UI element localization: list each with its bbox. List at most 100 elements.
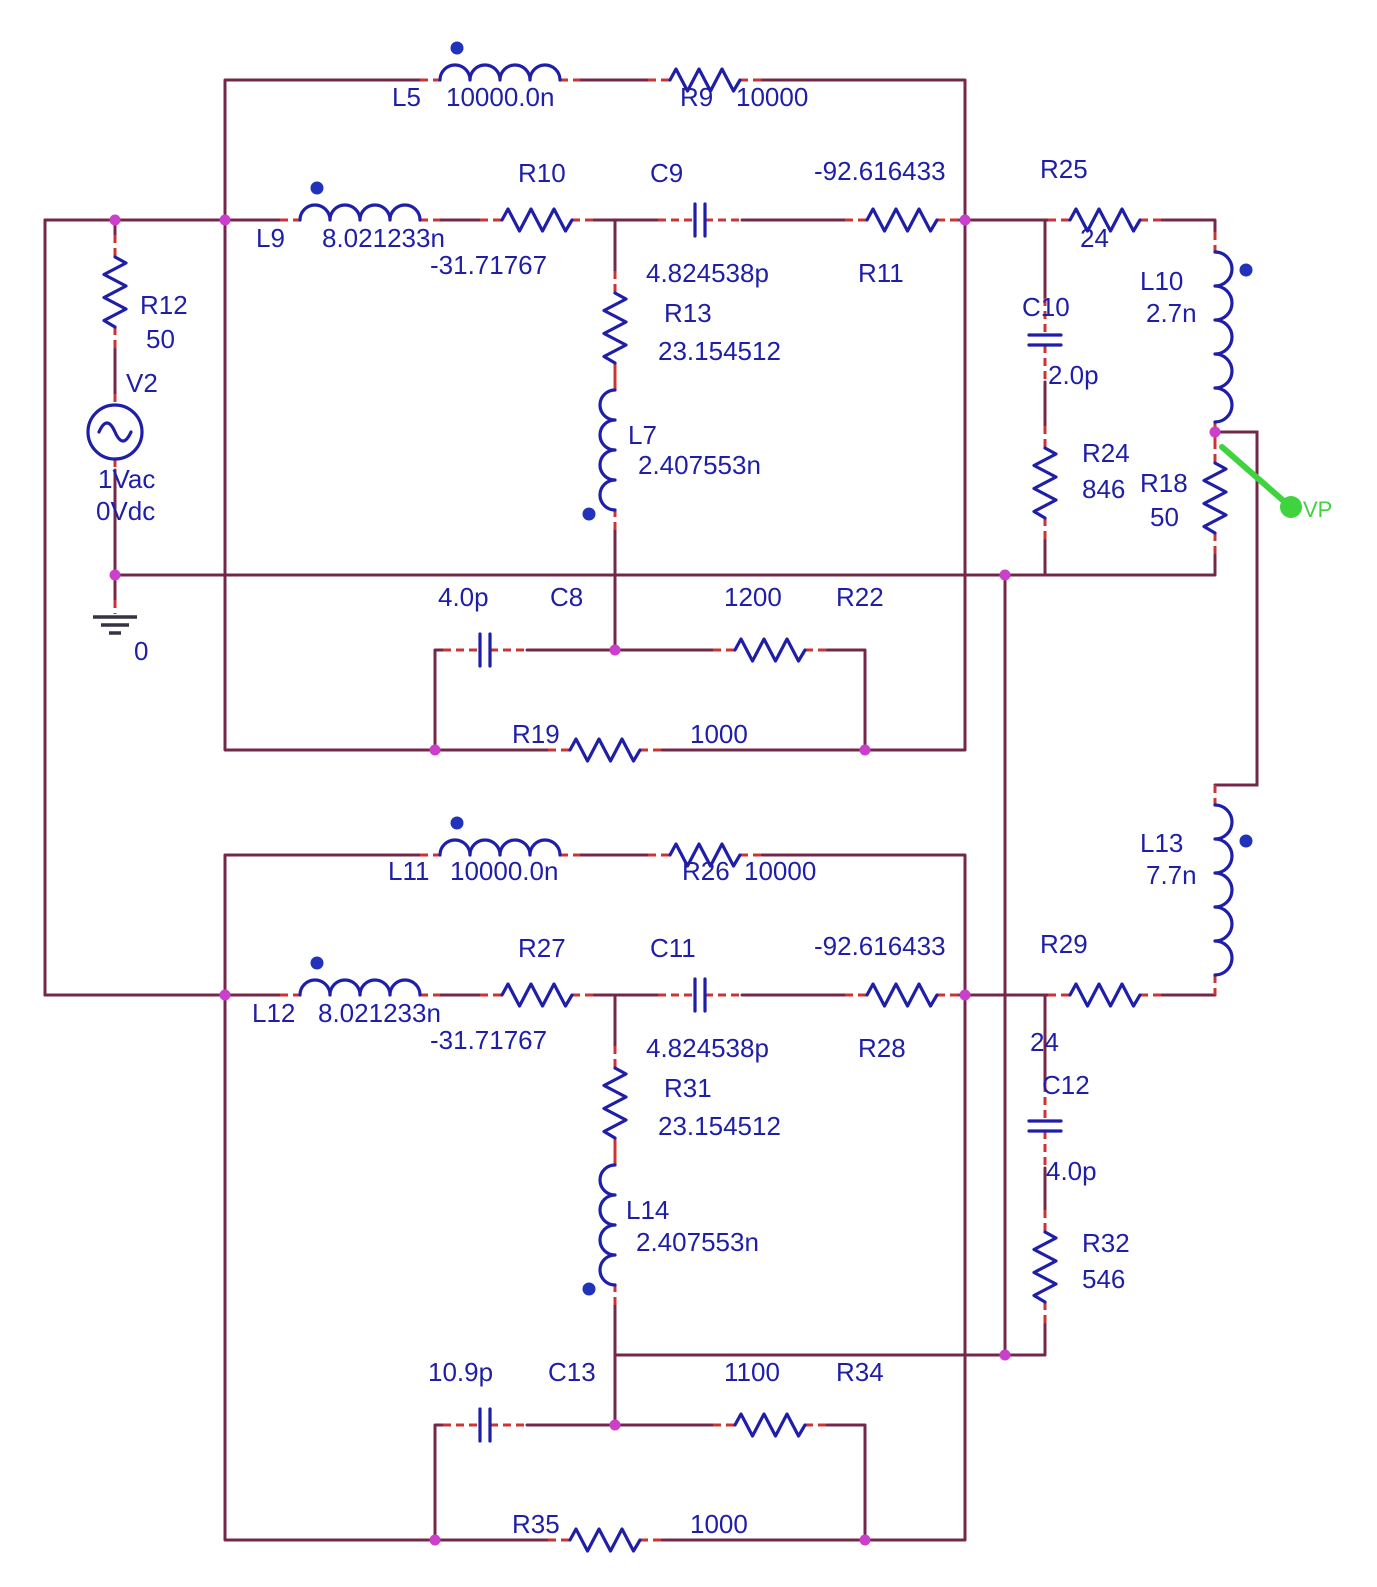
- resistor-R18[interactable]: [1202, 439, 1228, 557]
- label-L11-value: 10000.0n: [450, 856, 558, 886]
- resistor-symbol: [1046, 982, 1164, 1008]
- polarity-dot-L9: [310, 181, 324, 195]
- label-C11-name: C11: [650, 933, 696, 963]
- inductor-L14[interactable]: [598, 1143, 617, 1307]
- resistor-R24[interactable]: [1032, 424, 1058, 542]
- label-R24-name: R24: [1082, 438, 1130, 468]
- capacitor-C11[interactable]: [656, 977, 744, 1013]
- ground-bars-icon: [93, 615, 137, 635]
- polarity-dot-L7: [582, 507, 596, 521]
- junction-dot: [109, 214, 121, 226]
- polarity-dot-L11: [450, 816, 464, 830]
- resistor-symbol: [711, 637, 829, 663]
- resistor-R12[interactable]: [102, 233, 128, 351]
- resistor-R34[interactable]: [711, 1412, 829, 1438]
- label-L14-name: L14: [626, 1195, 669, 1225]
- resistor-R27[interactable]: [478, 982, 596, 1008]
- label-L5-value: 10000.0n: [446, 82, 554, 112]
- resistor-R13[interactable]: [602, 269, 628, 387]
- label-C8-value: 4.0p: [438, 582, 489, 612]
- label-L9-name: L9: [256, 223, 285, 253]
- label-R18-name: R18: [1140, 468, 1188, 498]
- polarity-dot-L14: [582, 1282, 596, 1296]
- probe-VP[interactable]: VP: [1219, 444, 1332, 522]
- voltage-source-V2[interactable]: [86, 394, 144, 470]
- label-C12-value: 4.0p: [1046, 1156, 1097, 1186]
- junction-dot: [609, 1419, 621, 1431]
- junction-dot: [999, 1349, 1011, 1361]
- inductor-symbol: [418, 63, 582, 82]
- label-C9-name: C9: [650, 158, 683, 188]
- label-R12-name: R12: [140, 290, 188, 320]
- label-C9-value: 4.824538p: [646, 258, 769, 288]
- junction-dot: [959, 214, 971, 226]
- label-R29-name: R29: [1040, 929, 1088, 959]
- inductor-L10[interactable]: [1213, 230, 1234, 444]
- ground-symbol[interactable]: [93, 600, 137, 635]
- polarity-dot-L12: [310, 956, 324, 970]
- inductor-L12[interactable]: [278, 978, 442, 997]
- label-R10-name: R10: [518, 158, 566, 188]
- label-L13-name: L13: [1140, 828, 1183, 858]
- wires-interconnect[interactable]: [43, 218, 1259, 1357]
- label-R9-value: 10000: [736, 82, 808, 112]
- label-R18-value: 50: [1150, 502, 1179, 532]
- probe-head-icon: [1280, 496, 1302, 518]
- resistor-symbol: [1202, 439, 1228, 557]
- label-R34-name: R34: [836, 1357, 884, 1387]
- resistor-R11[interactable]: [843, 207, 961, 233]
- label-R32-value: 546: [1082, 1264, 1125, 1294]
- inductor-L13[interactable]: [1213, 783, 1234, 997]
- label-C10-value: 2.0p: [1048, 360, 1099, 390]
- label-ground: 0: [134, 636, 148, 666]
- label-R31-name: R31: [664, 1073, 712, 1103]
- label-V2-value2: 0Vdc: [96, 496, 155, 526]
- inductor-L7[interactable]: [598, 368, 617, 532]
- label-R10-value: -31.71767: [430, 250, 547, 280]
- resistor-R19[interactable]: [546, 737, 664, 763]
- label-R24-value: 846: [1082, 474, 1125, 504]
- wires-lower-filter[interactable]: [43, 853, 1217, 1542]
- label-L10-value: 2.7n: [1146, 298, 1197, 328]
- label-V2-value1: 1Vac: [98, 464, 155, 494]
- label-L11-name: L11: [388, 856, 429, 886]
- label-C10-name: C10: [1022, 292, 1070, 322]
- polarity-dot-L10: [1239, 263, 1253, 277]
- resistor-R22[interactable]: [711, 637, 829, 663]
- capacitor-C13[interactable]: [441, 1407, 529, 1443]
- junction-dot: [429, 744, 441, 756]
- label-R29-value: 24: [1030, 1027, 1059, 1057]
- resistor-R32[interactable]: [1032, 1208, 1058, 1326]
- inductor-L11[interactable]: [418, 838, 582, 857]
- junction-dot: [859, 1534, 871, 1546]
- resistor-symbol: [1032, 424, 1058, 542]
- junction-dot: [609, 644, 621, 656]
- polarity-dots: [310, 41, 1253, 1296]
- resistor-R31[interactable]: [602, 1044, 628, 1162]
- inductor-symbol: [278, 203, 442, 222]
- capacitor-C8[interactable]: [441, 632, 529, 668]
- inductor-L5[interactable]: [418, 63, 582, 82]
- resistor-R10[interactable]: [478, 207, 596, 233]
- resistor-symbol: [102, 233, 128, 351]
- resistor-R29[interactable]: [1046, 982, 1164, 1008]
- capacitor-C9[interactable]: [656, 202, 744, 238]
- resistor-symbol: [478, 982, 596, 1008]
- inductor-L9[interactable]: [278, 203, 442, 222]
- junction-dot: [219, 989, 231, 1001]
- resistor-symbol: [711, 1412, 829, 1438]
- probe-needle-icon: [1219, 444, 1289, 506]
- resistor-symbol: [602, 269, 628, 387]
- label-R9-name: R9: [680, 82, 713, 112]
- junction-dot: [859, 744, 871, 756]
- label-L13-value: 7.7n: [1146, 860, 1197, 890]
- resistor-R28[interactable]: [843, 982, 961, 1008]
- junction-dot: [429, 1534, 441, 1546]
- label-C11-value: 4.824538p: [646, 1033, 769, 1063]
- resistor-R35[interactable]: [546, 1527, 664, 1553]
- label-R27-name: R27: [518, 933, 566, 963]
- junction-dots: [109, 214, 1221, 1546]
- label-R25-name: R25: [1040, 154, 1088, 184]
- label-C13-value: 10.9p: [428, 1357, 493, 1387]
